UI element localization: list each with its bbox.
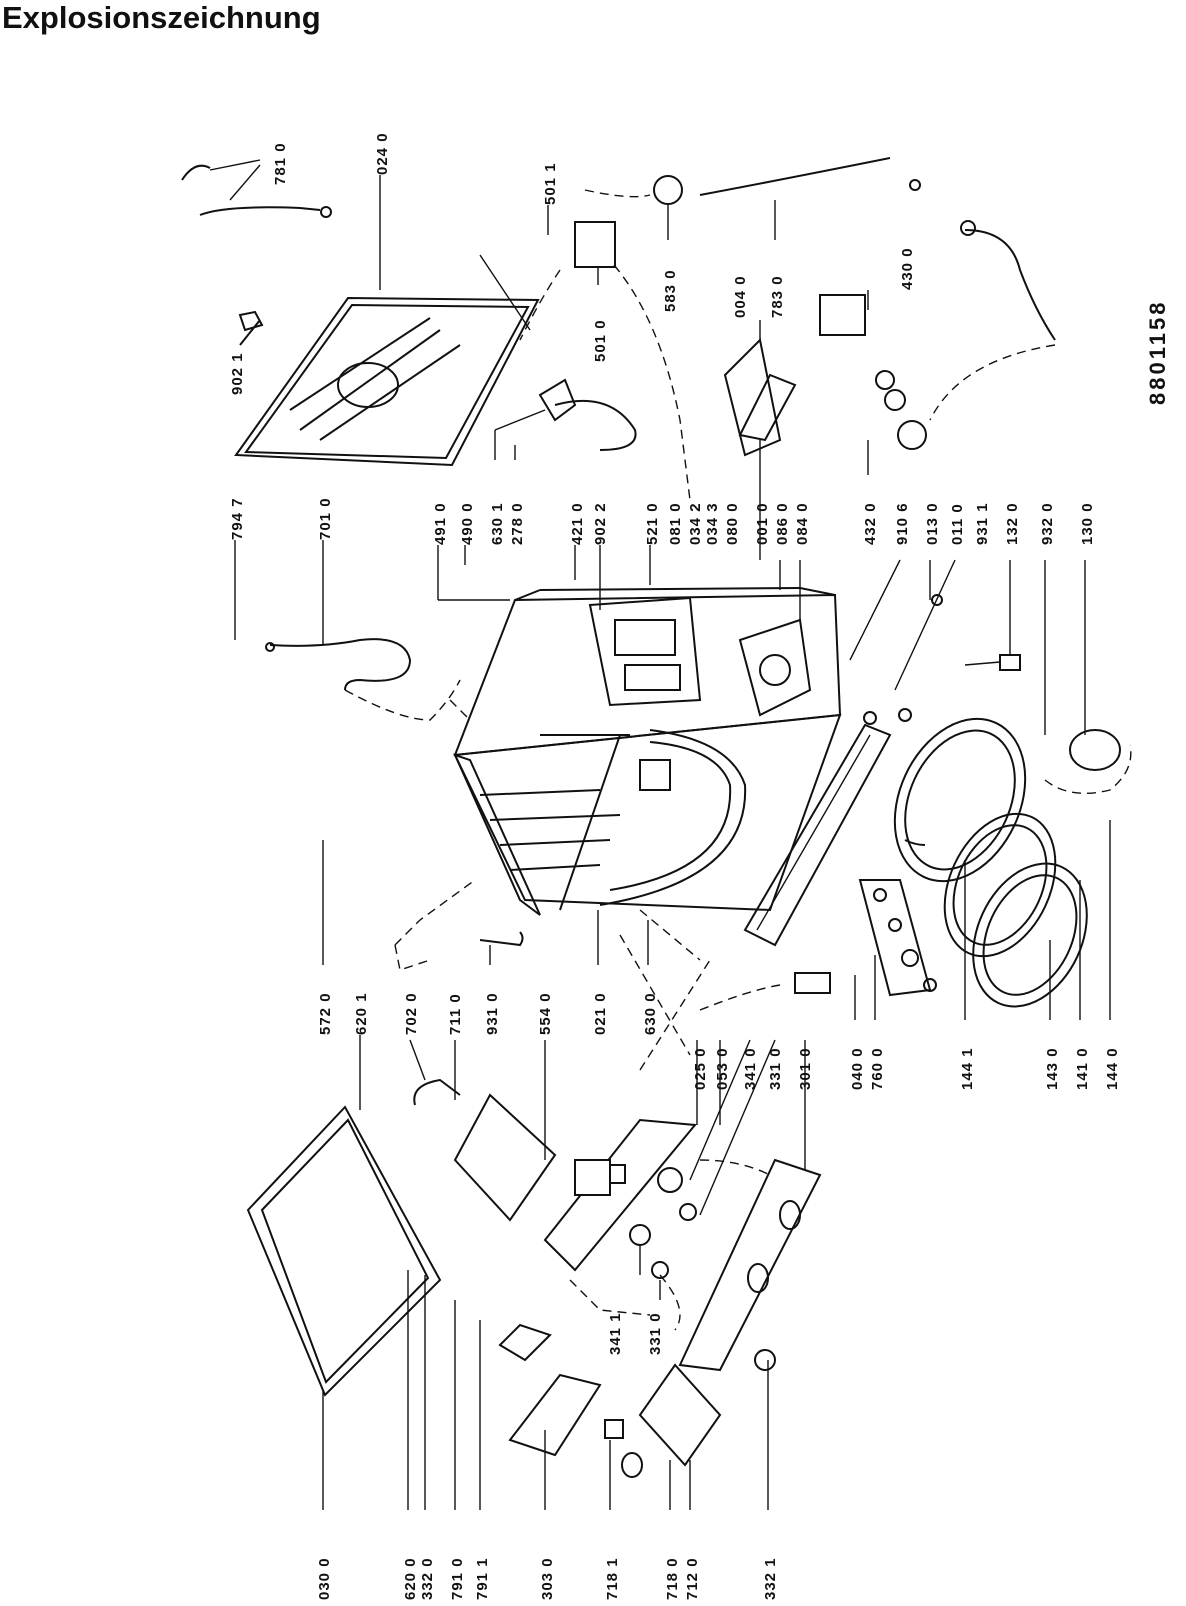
part-label: 081 0 xyxy=(667,502,684,545)
part-label: 144 0 xyxy=(1104,1047,1121,1090)
part-label: 303 0 xyxy=(539,1557,556,1600)
part-labels: 030 0 620 0 332 0 791 0 791 1 303 0 718 … xyxy=(229,132,1170,1600)
part-label: 718 1 xyxy=(604,1557,621,1600)
part-label: 080 0 xyxy=(724,502,741,545)
part-label: 004 0 xyxy=(732,275,749,318)
part-label: 630 1 xyxy=(489,502,506,545)
part-label: 144 1 xyxy=(959,1047,976,1090)
part-label: 341 0 xyxy=(742,1047,759,1090)
part-label: 332 0 xyxy=(419,1557,436,1600)
part-label: 554 0 xyxy=(537,992,554,1035)
part-label: 630 0 xyxy=(642,992,659,1035)
part-label: 132 0 xyxy=(1004,502,1021,545)
lower-parts xyxy=(498,1323,776,1478)
front-strip-part xyxy=(743,723,892,947)
part-label: 278 0 xyxy=(509,502,526,545)
part-label: 931 1 xyxy=(974,502,991,545)
part-label: 712 0 xyxy=(684,1557,701,1600)
part-label: 620 0 xyxy=(402,1557,419,1600)
part-label: 001 0 xyxy=(754,502,771,545)
worktop-part xyxy=(246,1105,442,1397)
part-label: 760 0 xyxy=(869,1047,886,1090)
part-label: 931 0 xyxy=(484,992,501,1035)
part-label: 013 0 xyxy=(924,502,941,545)
part-label: 084 0 xyxy=(794,502,811,545)
part-label: 902 2 xyxy=(592,502,609,545)
part-label: 521 0 xyxy=(644,502,661,545)
part-label: 130 0 xyxy=(1079,502,1096,545)
part-label: 791 1 xyxy=(474,1557,491,1600)
part-label: 021 0 xyxy=(592,992,609,1035)
part-label: 701 0 xyxy=(317,497,334,540)
drawing-number: 8801158 xyxy=(1145,300,1170,405)
part-label: 501 1 xyxy=(542,162,559,205)
part-label: 421 0 xyxy=(569,502,586,545)
part-label: 011 0 xyxy=(949,503,966,545)
part-label: 331 0 xyxy=(647,1312,664,1355)
part-label: 086 0 xyxy=(774,502,791,545)
part-label: 490 0 xyxy=(459,502,476,545)
part-label: 501 0 xyxy=(592,319,609,362)
seal-ring-part xyxy=(723,337,782,457)
part-label: 332 1 xyxy=(762,1557,779,1600)
part-label: 024 0 xyxy=(374,132,391,175)
part-label: 053 0 xyxy=(714,1047,731,1090)
fascia-panel-part xyxy=(678,1158,822,1372)
part-label: 702 0 xyxy=(403,992,420,1035)
top-panel-part xyxy=(234,254,540,467)
part-label: 141 0 xyxy=(1074,1047,1091,1090)
door-parts xyxy=(893,717,1088,1008)
part-label: 794 7 xyxy=(229,497,246,540)
part-label: 301 0 xyxy=(797,1047,814,1090)
part-label: 781 0 xyxy=(272,142,289,185)
part-label: 025 0 xyxy=(692,1047,709,1090)
page-title: Explosionszeichnung xyxy=(2,0,321,35)
part-label: 331 0 xyxy=(767,1047,784,1090)
part-label: 040 0 xyxy=(849,1047,866,1090)
cabinet-body-part xyxy=(453,587,842,916)
part-label: 902 1 xyxy=(229,352,246,395)
part-label: 030 0 xyxy=(316,1557,333,1600)
programmer-part xyxy=(413,1078,611,1222)
part-label: 572 0 xyxy=(317,992,334,1035)
part-label: 791 0 xyxy=(449,1557,466,1600)
part-label: 932 0 xyxy=(1039,502,1056,545)
part-label: 143 0 xyxy=(1044,1047,1061,1090)
control-panel-part xyxy=(543,1118,697,1279)
hoses-and-fittings xyxy=(181,157,1132,1331)
part-label: 034 3 xyxy=(704,502,721,545)
part-label: 783 0 xyxy=(769,275,786,318)
leader-lines xyxy=(209,159,1111,1510)
part-label: 711 0 xyxy=(447,993,464,1035)
part-label: 341 1 xyxy=(607,1312,624,1355)
part-label: 910 6 xyxy=(894,502,911,545)
part-label: 432 0 xyxy=(862,502,879,545)
part-label: 034 2 xyxy=(687,502,704,545)
part-label: 620 1 xyxy=(353,992,370,1035)
part-label: 491 0 xyxy=(432,502,449,545)
part-label: 430 0 xyxy=(899,247,916,290)
part-label: 718 0 xyxy=(664,1557,681,1600)
part-label: 583 0 xyxy=(662,269,679,312)
